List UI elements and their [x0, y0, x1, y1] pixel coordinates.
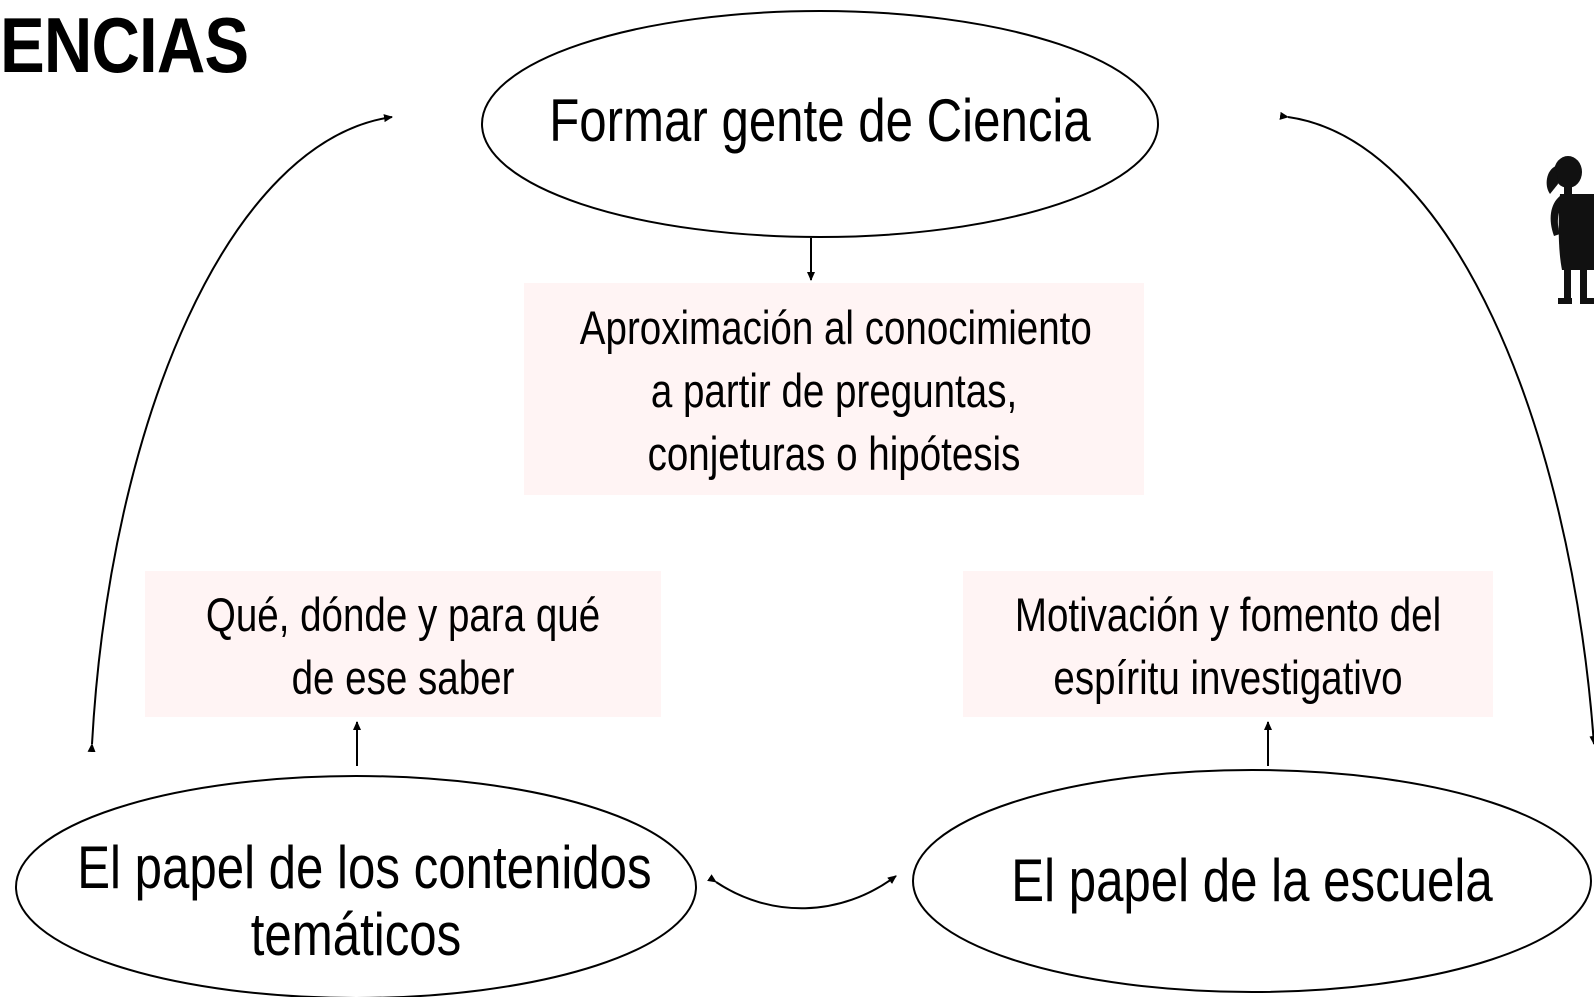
left-ellipse-line1: El papel de los contenidos [77, 834, 652, 901]
right-ellipse-shape [912, 769, 1592, 993]
center-box-label: Aproximación al conocimiento a partir de… [579, 297, 1092, 486]
right-box-label: Motivación y fomento del espíritu invest… [1011, 584, 1446, 710]
center-box-line3: conjeturas o hipótesis [647, 426, 1021, 480]
left-box-label: Qué, dónde y para qué de ese saber [191, 584, 614, 710]
left-ellipse-label: El papel de los contenidos temáticos [77, 834, 652, 969]
left-ellipse-shape [15, 775, 697, 997]
left-box-line2: de ese saber [291, 650, 515, 704]
left-box-line1: Qué, dónde y para qué [205, 588, 601, 641]
top-ellipse-label: Formar gente de Ciencia [549, 87, 1091, 154]
left-curved-arrow [87, 114, 393, 753]
bottom-curved-arrow [707, 874, 897, 910]
center-box-line1: Aproximación al conocimiento [579, 301, 1092, 354]
right-box-line2: espíritu investigativo [1053, 650, 1403, 704]
girl-silhouette-icon [1546, 156, 1594, 304]
right-curved-arrow [1279, 111, 1594, 745]
center-box-line2: a partir de preguntas, [650, 363, 1018, 417]
right-box-line1: Motivación y fomento del [1014, 588, 1442, 641]
top-ellipse-shape [481, 10, 1159, 238]
left-ellipse-line2: temáticos [250, 901, 462, 969]
center-box [524, 283, 1144, 495]
page-title: ENCIAS [0, 1, 249, 89]
right-ellipse-label: El papel de la escuela [1011, 847, 1493, 914]
